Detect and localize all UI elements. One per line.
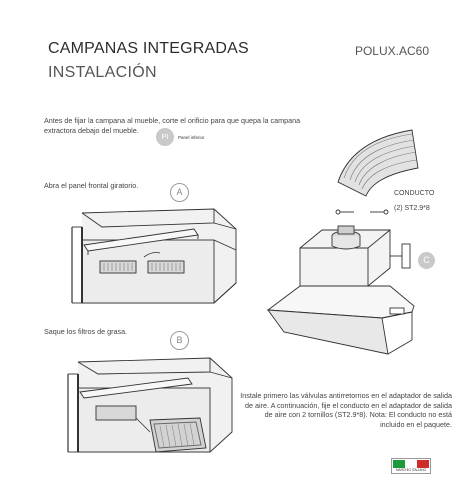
step-a-badge: A <box>170 183 189 202</box>
hood-filter-removal-illustration <box>67 357 233 453</box>
flag-label: MARCHIO ITALIANO <box>395 468 427 472</box>
italian-brand-flag: MARCHIO ITALIANO <box>391 458 431 474</box>
panel-badge: PI <box>156 128 174 146</box>
step-a-text: Abra el panel frontal giratorio. <box>44 181 139 190</box>
duct-label: CONDUCTO <box>394 190 435 197</box>
step-b-text: Saque los filtros de grasa. <box>44 327 128 336</box>
page-title: CAMPANAS INTEGRADAS <box>48 40 249 57</box>
model-code: POLUX.AC60 <box>354 44 429 58</box>
hood-panel-open-illustration <box>71 208 237 304</box>
screw-label: (2) ST2.9*8 <box>394 205 430 212</box>
step-c-text: Instale primero las válvulas antirretorn… <box>240 391 452 429</box>
step-b-badge: B <box>170 331 189 350</box>
panel-label: Panel inferior <box>178 135 205 140</box>
intro-text: Antes de fijar la campana al mueble, cor… <box>44 116 301 135</box>
page-subtitle: INSTALACIÓN <box>48 64 157 81</box>
step-c-badge: C <box>418 252 435 269</box>
duct-installation-illustration <box>266 129 419 355</box>
